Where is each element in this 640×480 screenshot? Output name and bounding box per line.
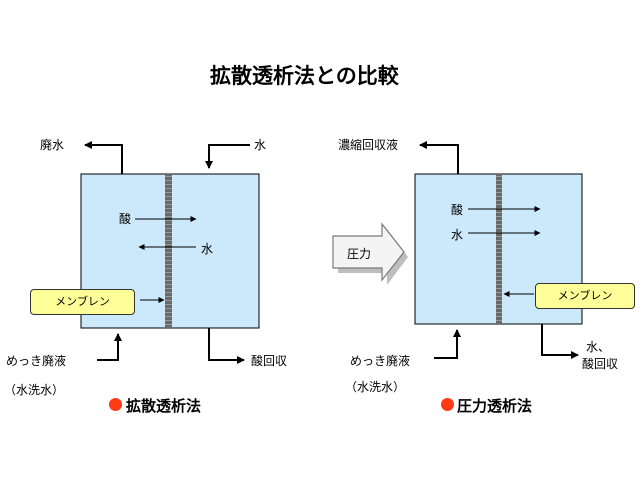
left-caption-bullet — [109, 398, 122, 411]
left-acid-recovery-label: 酸回収 — [251, 354, 288, 368]
left-water-label: 水 — [201, 242, 214, 256]
left-caption: 拡散透析法 — [126, 397, 202, 415]
right-membrane — [496, 174, 502, 324]
left-feed-label: めっき廃液 — [6, 354, 67, 368]
right-caption: 圧力透析法 — [457, 397, 533, 415]
right-concentrate-outlet-arrow — [419, 141, 459, 174]
right-caption-bullet — [441, 398, 454, 411]
left-water-in-label: 水 — [254, 138, 267, 152]
left-acid-label: 酸 — [119, 212, 132, 226]
left-waste-label: 廃水 — [40, 138, 65, 152]
right-concentrate-label: 濃縮回収液 — [338, 138, 399, 152]
right-feed-label: めっき廃液 — [350, 354, 411, 368]
pressure-arrow — [332, 222, 408, 285]
right-membrane-label: メンブレン — [535, 283, 635, 309]
left-cell — [80, 141, 260, 364]
right-outlet-label-line2: 酸回収 — [582, 357, 619, 371]
pressure-label: 圧力 — [347, 247, 372, 261]
right-feed-sub-label: （水洗水） — [345, 380, 406, 394]
right-acid-label: 酸 — [451, 203, 464, 217]
left-water-inlet-arrow — [205, 144, 250, 169]
left-membrane-label: メンブレン — [30, 289, 135, 315]
left-feed-inlet-arrow — [97, 333, 122, 361]
right-outlet-arrow — [541, 324, 579, 359]
right-outlet-label-line1: 水、 — [586, 340, 611, 354]
left-acid-outlet-arrow — [208, 328, 245, 364]
page-title: 拡散透析法との比較 — [210, 64, 399, 88]
right-water-label: 水 — [451, 228, 464, 242]
right-cell — [414, 141, 583, 359]
left-feed-sub-label: （水洗水） — [4, 383, 65, 397]
left-waste-outlet-arrow — [84, 141, 123, 174]
right-feed-inlet-arrow — [434, 329, 461, 359]
left-membrane — [165, 174, 172, 328]
